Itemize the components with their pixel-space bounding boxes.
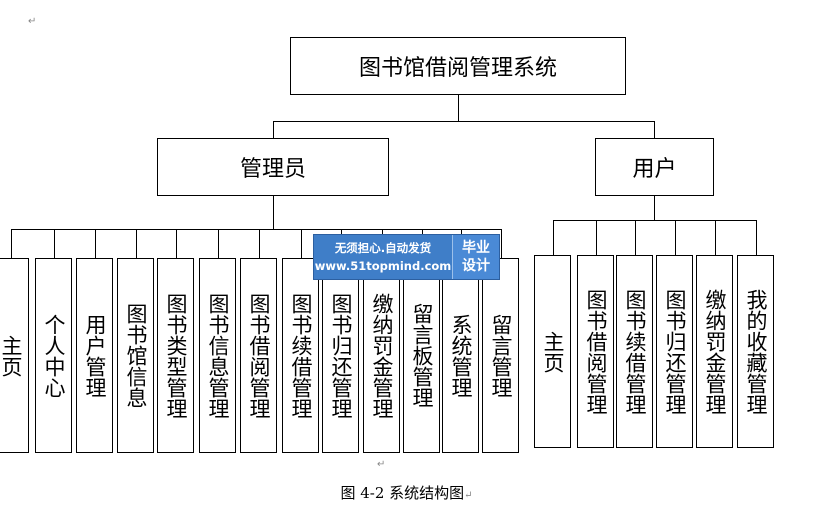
admin-child-item: 图书续借管理	[282, 258, 319, 453]
connector-line	[715, 220, 716, 255]
user-child-item: 图书借阅管理	[577, 255, 614, 448]
root-label: 图书馆借阅管理系统	[358, 56, 557, 81]
admin-child-item-label: 缴纳罚金管理	[370, 292, 394, 419]
admin-child-item-label: 系统管理	[449, 313, 473, 398]
paragraph-mark: ↵	[377, 459, 386, 470]
connector-line	[95, 229, 96, 258]
connector-line	[136, 229, 137, 258]
user-child-item: 缴纳罚金管理	[696, 255, 733, 448]
watermark-badge2: 设计	[462, 258, 490, 274]
user-child-item: 主页	[534, 255, 571, 448]
admin-child-item: 图书类型管理	[157, 258, 194, 453]
connector-line	[273, 121, 655, 122]
connector-line	[596, 220, 597, 255]
user-child-item-label: 缴纳罚金管理	[703, 288, 727, 415]
user-child-item-label: 主页	[541, 330, 565, 373]
admin-child-item: 留言板管理	[403, 258, 440, 453]
user-child-item-label: 图书归还管理	[663, 288, 687, 415]
connector-line	[259, 229, 260, 258]
admin-child-item: 图书归还管理	[322, 258, 359, 453]
user-child-item-label: 我的收藏管理	[744, 288, 768, 415]
connector-line	[553, 220, 554, 255]
admin-child-item: 图书馆信息	[117, 258, 154, 453]
admin-child-item-label: 用户管理	[83, 313, 107, 398]
user-child-item-label: 图书借阅管理	[584, 288, 608, 415]
admin-child-item: 缴纳罚金管理	[363, 258, 400, 453]
admin-child-item: 留言管理	[482, 258, 519, 453]
admin-label: 管理员	[239, 157, 306, 182]
root-node: 图书馆借阅管理系统	[290, 37, 626, 95]
connector-line	[635, 220, 636, 255]
connector-line	[654, 196, 655, 220]
connector-line	[273, 196, 274, 229]
watermark-banner: 无须担心.自动发货 www.51topmind.com 毕业 设计	[313, 234, 500, 280]
admin-child-item-label: 图书类型管理	[164, 292, 188, 419]
admin-child-item: 个人中心	[35, 258, 72, 453]
connector-line	[54, 229, 55, 258]
admin-child-item-label: 留言管理	[489, 313, 513, 398]
connector-line	[273, 121, 274, 138]
connector-line	[553, 220, 757, 221]
admin-child-item-label: 图书信息管理	[206, 292, 230, 419]
admin-child-item-label: 图书归还管理	[329, 292, 353, 419]
user-label: 用户	[632, 157, 677, 182]
admin-child-item-label: 留言板管理	[410, 303, 434, 408]
connector-line	[301, 229, 302, 258]
watermark-line2: www.51topmind.com	[314, 259, 452, 273]
connector-line	[176, 229, 177, 258]
paragraph-mark: ↵	[464, 490, 473, 501]
admin-child-item-label: 图书续借管理	[289, 292, 313, 419]
user-node: 用户	[595, 138, 714, 196]
admin-node: 管理员	[157, 138, 389, 196]
watermark-line1: 无须担心.自动发货	[334, 241, 432, 255]
admin-child-item: 图书信息管理	[199, 258, 236, 453]
admin-child-item-label: 主页	[0, 334, 23, 377]
admin-child-item-label: 图书借阅管理	[247, 292, 271, 419]
admin-child-item-label: 图书馆信息	[124, 303, 148, 408]
connector-line	[756, 220, 757, 255]
admin-child-item: 系统管理	[442, 258, 479, 453]
connector-line	[11, 229, 12, 258]
connector-line	[458, 95, 459, 122]
figure-caption: 图 4-2 系统结构图↵	[0, 482, 813, 503]
connector-line	[675, 220, 676, 255]
paragraph-mark: ↵	[28, 16, 37, 27]
connector-line	[501, 229, 502, 258]
admin-child-item: 主页	[0, 258, 29, 453]
connector-line	[218, 229, 219, 258]
user-child-item: 我的收藏管理	[737, 255, 774, 448]
admin-child-item: 用户管理	[76, 258, 113, 453]
user-child-item: 图书归还管理	[656, 255, 693, 448]
admin-child-item: 图书借阅管理	[240, 258, 277, 453]
watermark-badge1: 毕业	[462, 240, 490, 256]
user-child-item: 图书续借管理	[616, 255, 653, 448]
caption-text: 图 4-2 系统结构图	[340, 484, 465, 502]
connector-line	[654, 121, 655, 138]
connector-line	[11, 229, 502, 230]
admin-child-item-label: 个人中心	[42, 313, 66, 398]
user-child-item-label: 图书续借管理	[623, 288, 647, 415]
